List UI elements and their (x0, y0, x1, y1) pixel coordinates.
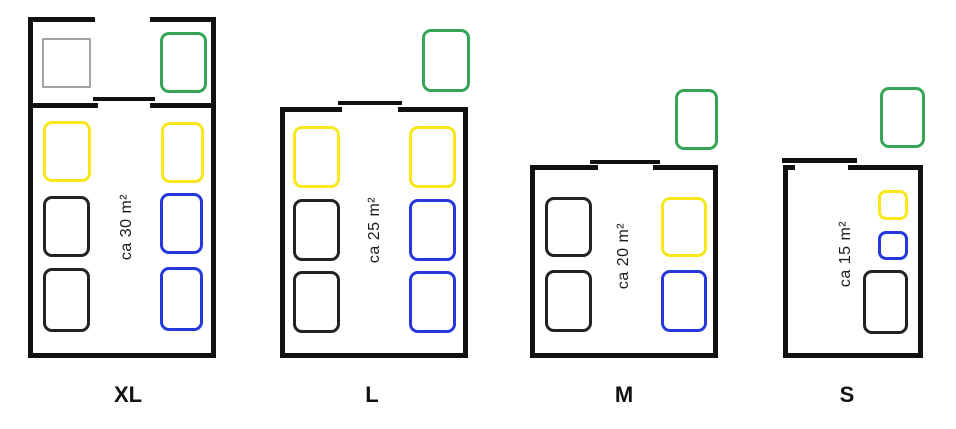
room-xl-door-leaf (93, 97, 155, 101)
room-s-area-label: ca 15 m² (837, 220, 854, 288)
room-l-item-yellow-2 (293, 126, 340, 188)
room-l-area-label: ca 25 m² (366, 196, 383, 264)
room-l-item-black-3 (293, 199, 340, 261)
room-xl-item-blue-8 (160, 267, 203, 331)
room-xl-item-black-5 (43, 268, 90, 332)
room-s-item-yellow-2 (878, 190, 908, 220)
room-xl-item-green-2 (160, 32, 207, 93)
room-m-size-label: M (614, 382, 634, 407)
room-l-item-blue-7 (409, 271, 456, 333)
room-l-size-label: L (365, 382, 379, 407)
room-m-area-label: ca 20 m² (615, 222, 632, 290)
room-m-item-blue-5 (661, 270, 707, 332)
room-s-item-blue-3 (878, 231, 908, 260)
room-s-size-label: S (839, 382, 855, 407)
room-s-item-green-1 (880, 87, 925, 148)
room-xl-item-black-4 (43, 196, 90, 257)
room-l-item-black-4 (293, 271, 340, 333)
room-xl-item-yellow-3 (43, 121, 91, 182)
room-s-walls (783, 165, 923, 358)
room-l-item-yellow-5 (409, 126, 456, 188)
room-m-item-yellow-4 (661, 197, 707, 257)
room-xl-area-label: ca 30 m² (118, 193, 135, 261)
room-l-door-opening (342, 105, 398, 114)
room-m-door-opening (598, 163, 653, 172)
room-xl-door-opening (98, 102, 150, 110)
room-l-item-blue-6 (409, 199, 456, 261)
room-m-item-black-3 (545, 270, 592, 332)
room-m-door-leaf (590, 160, 660, 164)
room-xl-item-blue-7 (160, 193, 203, 254)
room-xl-item-yellow-6 (161, 122, 204, 183)
room-s-door-opening (795, 163, 848, 172)
room-l-item-green-1 (422, 29, 470, 92)
room-m-item-black-2 (545, 197, 592, 257)
room-s-door-leaf (782, 158, 857, 163)
room-l-door-leaf (338, 101, 402, 105)
room-xl-size-label: XL (113, 382, 143, 407)
room-s-item-black-4 (863, 270, 908, 334)
room-m-item-green-1 (675, 89, 718, 150)
room-xl-item-gray-1 (42, 38, 91, 88)
room-xl-door-opening (95, 15, 150, 24)
